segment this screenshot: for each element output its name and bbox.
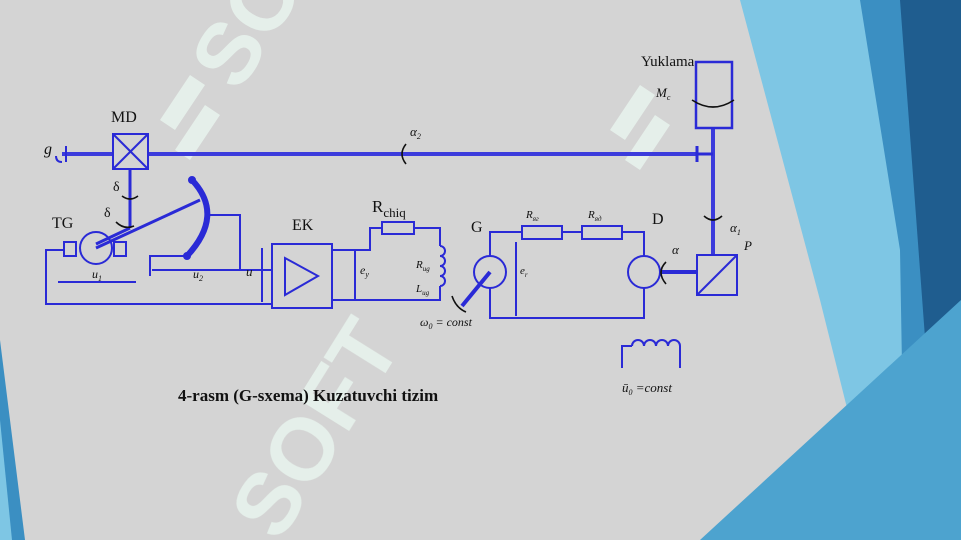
wire-pot-right (205, 214, 260, 271)
delta-arc-tg (115, 221, 135, 229)
gearbox-diagonal (696, 254, 738, 296)
excitation-coil (439, 245, 446, 287)
alpha-arc (660, 261, 667, 285)
wire-coil-bottom (332, 286, 441, 301)
label-mc: Mc (655, 85, 671, 102)
label-p: P (743, 238, 752, 253)
label-r-yag: Rяг (525, 209, 539, 223)
label-u1: u1 (92, 267, 102, 283)
wire-g-bottom (489, 288, 645, 319)
label-md: MD (111, 109, 137, 126)
label-alpha1: α1 (730, 220, 741, 237)
input-g-symbol (55, 146, 67, 163)
u0-winding-coil (631, 339, 681, 347)
label-g: g (44, 141, 52, 158)
tg-arm (95, 198, 201, 250)
label-tg: TG (52, 215, 74, 232)
pot-dot-top (188, 176, 196, 184)
label-g-generator: G (471, 219, 483, 236)
tg-left-terminal (63, 241, 77, 257)
label-r-chiq: Rchiq (372, 197, 406, 220)
watermark-text-bottom: SOFT (211, 303, 419, 540)
watermark-mark-left (160, 75, 220, 160)
omega0-arc (451, 295, 467, 313)
label-r-ug: Rug (415, 259, 430, 273)
potentiometer-arc (184, 177, 211, 259)
r-ya-resistor (581, 225, 623, 240)
wire-to-d (622, 231, 645, 256)
label-yuklama: Yuklama (641, 54, 695, 70)
alpha1-arc (703, 215, 723, 221)
label-ey: ey (360, 263, 369, 279)
wire-ek-out-top (332, 227, 382, 251)
load-box (694, 60, 734, 130)
label-alpha2: α2 (410, 124, 421, 141)
label-delta-2: δ (104, 206, 111, 221)
wire-to-coil-top (414, 227, 441, 246)
label-alpha: α (672, 242, 680, 257)
label-d-motor: D (652, 211, 664, 228)
tg-arm-2 (95, 226, 131, 246)
deco-shape-bottom (700, 300, 961, 540)
g-drive-shaft (460, 270, 492, 308)
md-cross-2 (112, 133, 149, 170)
label-l-ug: Lug (415, 283, 430, 297)
label-u0: ū0 =const (622, 380, 672, 397)
alpha2-arc (401, 143, 407, 165)
u0-winding-left (621, 345, 632, 368)
label-ek: EK (292, 217, 314, 234)
wire-g-loop (489, 231, 522, 256)
figure-caption: 4-rasm (G-sxema) Kuzatuvchi tizim (178, 386, 439, 405)
wire-pot-bottom (149, 255, 187, 276)
label-u: u (246, 264, 253, 279)
d-circle (627, 255, 661, 289)
wire-left-loop (45, 249, 260, 305)
r-yag-resistor (521, 225, 563, 240)
deco-shape-left-light (0, 420, 12, 540)
tg-right-terminal (113, 241, 127, 257)
label-e-g: er (520, 265, 528, 279)
r-chiq-resistor (381, 221, 415, 235)
mc-arc (691, 99, 735, 108)
delta-arc-md (121, 195, 139, 200)
ek-triangle (284, 256, 321, 297)
label-r-ya: Rяд (587, 209, 602, 223)
label-u2: u2 (193, 267, 203, 283)
ek-box (271, 243, 333, 309)
label-delta-1: δ (113, 180, 120, 195)
label-omega0: ω0 = const (420, 315, 473, 331)
